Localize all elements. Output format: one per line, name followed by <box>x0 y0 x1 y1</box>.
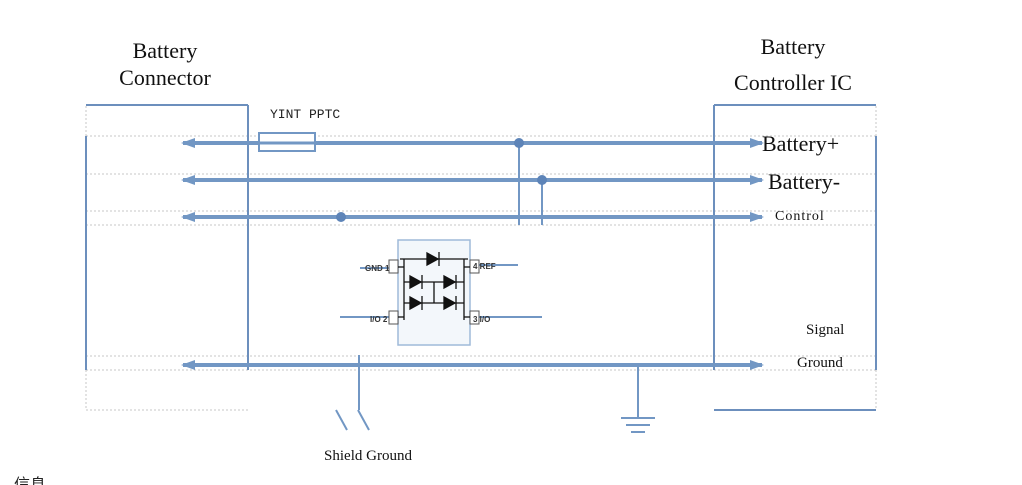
controller-title-line1: Battery <box>761 34 826 59</box>
battery-minus-node <box>537 175 547 185</box>
battery-plus-node <box>514 138 524 148</box>
control-node <box>336 212 346 222</box>
buses <box>181 138 764 370</box>
shield-ground-label: Shield Ground <box>324 448 412 464</box>
pin4-label: 4 REF <box>473 262 496 271</box>
shield-ground-symbol <box>335 355 370 431</box>
module-boxes <box>85 104 877 411</box>
battery-plus-label: Battery+ <box>762 131 839 156</box>
connector-title-line2: Connector <box>119 65 211 90</box>
footer-text-fragment: 信息 <box>14 475 46 485</box>
connector-title-line1: Battery <box>133 38 198 63</box>
ground-label: Ground <box>797 355 843 371</box>
controller-title-line2: Controller IC <box>734 70 852 95</box>
pin1-label: GND 1 <box>365 264 390 273</box>
pin1-pad <box>388 259 399 274</box>
pptc-label: YINT PPTC <box>270 107 340 122</box>
pin3-label: 3 I/O <box>473 315 490 324</box>
control-label: Control <box>775 209 825 224</box>
battery-minus-label: Battery- <box>768 169 840 194</box>
pin2-pad <box>388 310 399 325</box>
tvs-diodes <box>409 251 457 311</box>
signal-label: Signal <box>806 322 844 338</box>
earth-ground-icon <box>621 365 655 433</box>
esd-chip: GND 1 I/O 2 3 I/O 4 REF <box>340 239 542 346</box>
junctions <box>336 138 547 225</box>
pin2-label: I/O 2 <box>370 315 388 324</box>
